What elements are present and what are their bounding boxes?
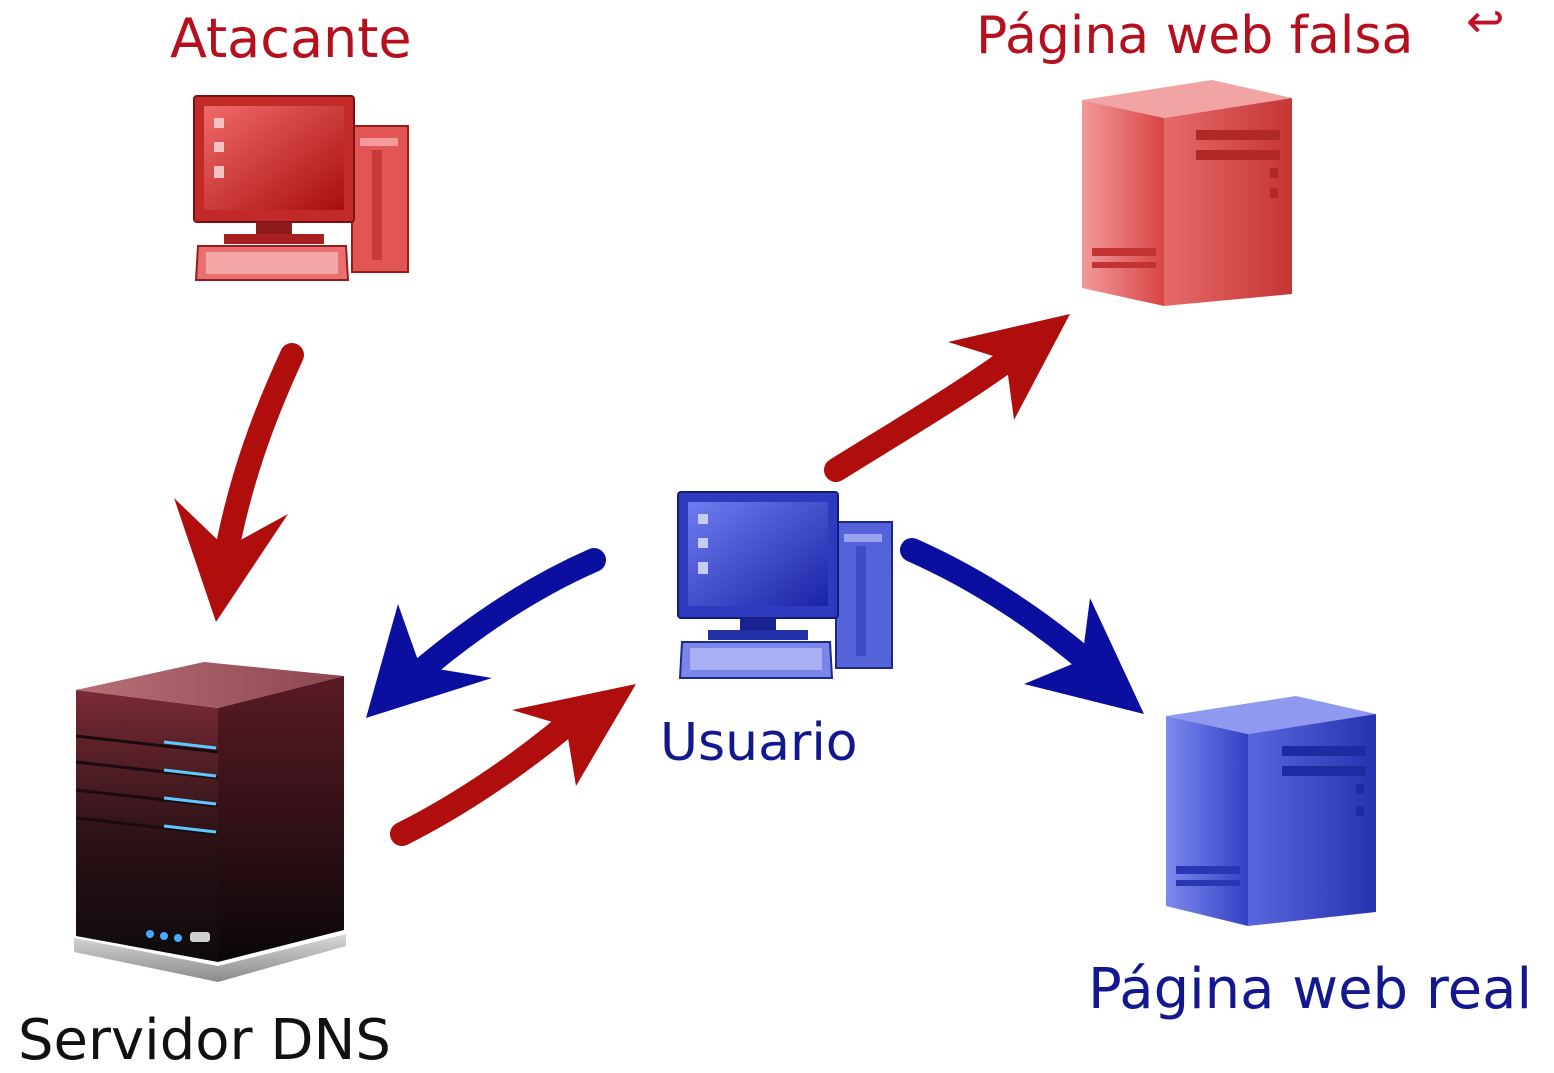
dns-server-icon	[74, 662, 346, 982]
arrow-user-to-dns	[366, 548, 606, 718]
arrow-user-to-real-page	[900, 538, 1144, 714]
dns-server-label: Servidor DNS	[18, 1008, 391, 1073]
user-label: Usuario	[660, 713, 858, 773]
arrow-user-to-fake-page	[824, 314, 1070, 482]
real-page-server-icon	[1166, 696, 1376, 926]
attacker-label: Atacante	[170, 7, 412, 70]
user-computer-icon	[677, 491, 893, 679]
fake-page-server-icon	[1082, 80, 1292, 306]
real-page-label: Página web real	[1088, 957, 1533, 1022]
fake-page-label: Página web falsa	[976, 6, 1414, 66]
return-arrow-icon: ↩	[1466, 0, 1505, 48]
attacker-computer-icon	[193, 95, 409, 281]
arrow-attacker-to-dns	[174, 343, 304, 622]
arrow-dns-to-user	[390, 684, 636, 846]
